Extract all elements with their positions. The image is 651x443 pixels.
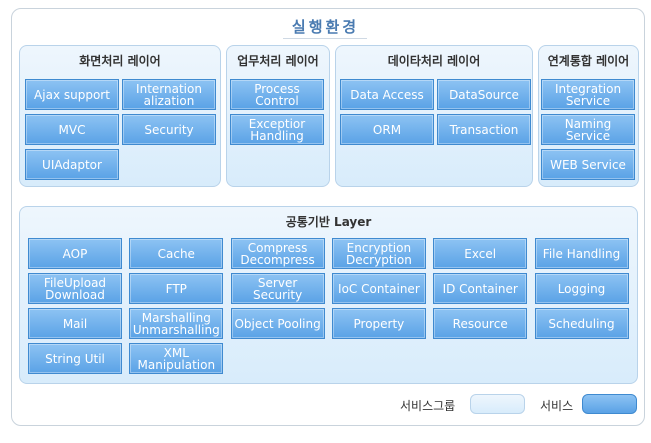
group-title: 공통기반 Layer xyxy=(285,215,372,229)
service-uiadaptor: UIAdaptor xyxy=(25,149,119,180)
group-title: 연계통합 레이어 xyxy=(547,54,630,68)
common-service: XML Manipulation xyxy=(129,343,224,374)
service-web-service: WEB Service xyxy=(541,149,635,180)
common-service: FTP xyxy=(129,273,224,304)
group-title: 업무처리 레이어 xyxy=(237,54,319,68)
service-process-control: Process Control xyxy=(230,79,324,110)
common-service: Object Pooling xyxy=(230,308,325,339)
legend-service-label: 서비스 xyxy=(540,399,574,413)
service-orm: ORM xyxy=(340,114,434,145)
service-data-access: Data Access xyxy=(340,79,434,110)
common-service: Cache xyxy=(129,238,224,269)
common-service: Logging xyxy=(534,273,629,304)
service-mvc: MVC xyxy=(25,114,119,145)
service-integration-service: Integration Service xyxy=(541,79,635,110)
service-exception-handling: Exceptior Handling xyxy=(230,114,324,145)
service-security: Security xyxy=(122,114,216,145)
title-underline xyxy=(283,38,367,39)
service-ajax-support: Ajax support xyxy=(25,79,119,110)
common-service: Compress Decompress xyxy=(230,238,325,269)
common-service: IoC Container xyxy=(331,273,426,304)
service-naming-service: Naming Service xyxy=(541,114,635,145)
common-service: Marshalling Unmarshalling xyxy=(129,308,224,339)
group-title: 화면처리 레이어 xyxy=(79,54,161,68)
service-transaction: Transaction xyxy=(437,114,531,145)
common-service: Mail xyxy=(28,308,122,339)
common-service: Excel xyxy=(433,238,528,269)
common-service: Encryption Decryption xyxy=(331,238,426,269)
legend-service-swatch xyxy=(582,394,637,414)
common-service: File Handling xyxy=(534,238,629,269)
common-service: ID Container xyxy=(433,273,528,304)
common-service: Property xyxy=(331,308,426,339)
legend-group-swatch xyxy=(470,394,525,414)
legend-group-label: 서비스그룹 xyxy=(400,399,456,413)
common-service: Scheduling xyxy=(534,308,629,339)
group-title: 데이타처리 레이어 xyxy=(387,54,481,68)
service-datasource: DataSource xyxy=(437,79,531,110)
common-service: String Util xyxy=(28,343,122,374)
service-internationalization: Internation alization xyxy=(122,79,216,110)
diagram-title: 실행환경 xyxy=(291,18,360,36)
common-service: FileUpload Download xyxy=(28,273,122,304)
common-service: Server Security xyxy=(230,273,325,304)
common-service: Resource xyxy=(433,308,528,339)
common-service: AOP xyxy=(28,238,122,269)
